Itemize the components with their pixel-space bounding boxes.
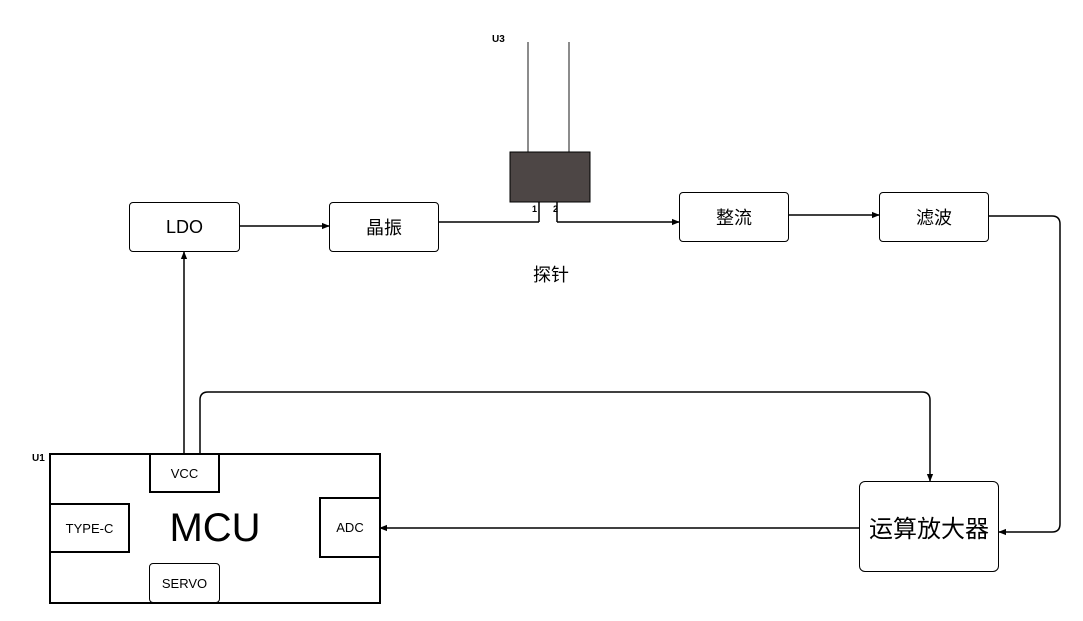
typec-label: TYPE-C <box>65 520 114 536</box>
mcu-label: MCU <box>169 506 261 550</box>
ldo-block[interactable]: LDO <box>129 202 240 252</box>
typec-port[interactable]: TYPE-C <box>49 503 130 553</box>
filter-label: 滤波 <box>916 208 952 228</box>
probe-body[interactable] <box>509 151 591 203</box>
crystal-label: 晶振 <box>366 218 402 238</box>
probe-designator: U3 <box>492 34 505 45</box>
rectifier-label: 整流 <box>716 208 752 228</box>
probe-label: 探针 <box>533 265 569 285</box>
adc-pin[interactable]: ADC <box>319 497 381 558</box>
probe-pin1-number: 1 <box>532 204 537 214</box>
servo-pin[interactable]: SERVO <box>149 563 220 603</box>
probe-pin2-number: 2 <box>553 204 558 214</box>
ldo-label: LDO <box>165 216 203 237</box>
filter-block[interactable]: 滤波 <box>879 192 989 242</box>
edge-vcc-to-opamp <box>199 391 934 482</box>
opamp-label: 运算放大器 <box>869 516 989 543</box>
vcc-pin[interactable]: VCC <box>149 453 220 493</box>
edge-filter-to-opamp <box>989 215 1061 536</box>
opamp-block[interactable]: 运算放大器 <box>859 481 999 572</box>
rectifier-block[interactable]: 整流 <box>679 192 789 242</box>
adc-label: ADC <box>336 520 364 535</box>
servo-label: SERVO <box>161 575 208 591</box>
mcu-designator: U1 <box>32 453 45 464</box>
crystal-block[interactable]: 晶振 <box>329 202 439 252</box>
vcc-label: VCC <box>170 465 199 481</box>
